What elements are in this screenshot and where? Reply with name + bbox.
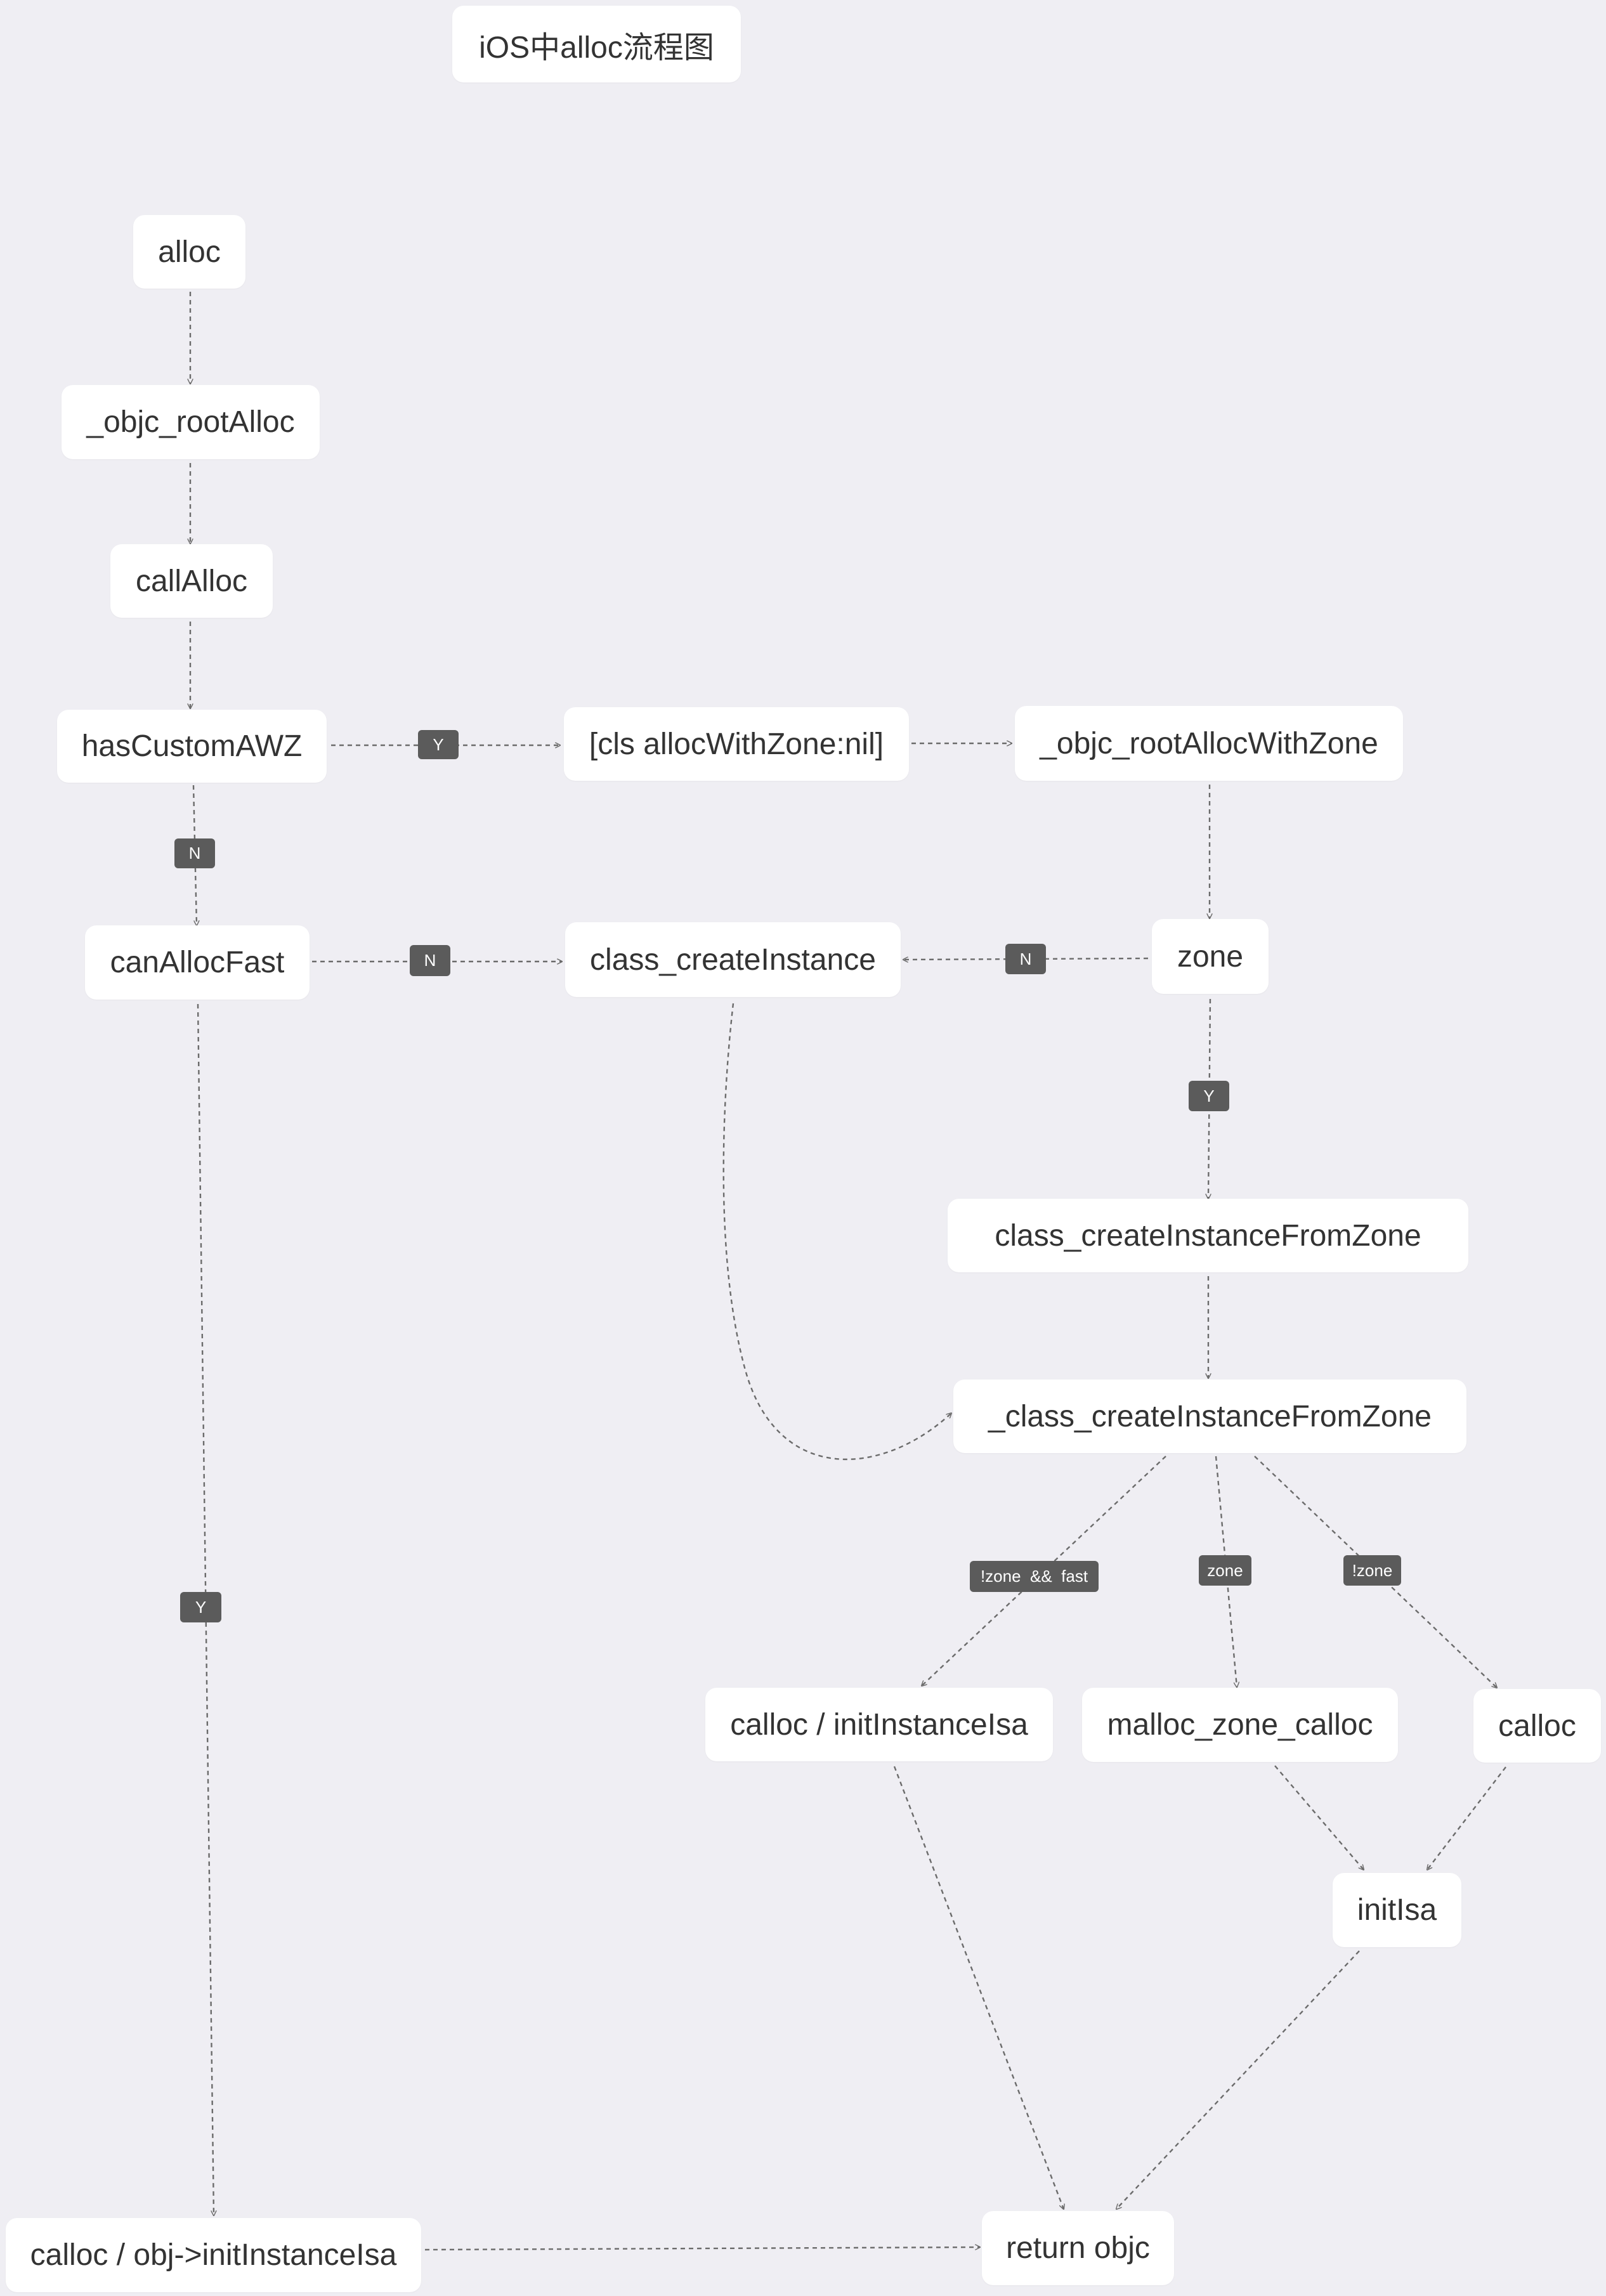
edge-createinstance-to-internal xyxy=(722,1003,951,1461)
node-canallocfast: canAllocFast xyxy=(85,925,310,1000)
node-callalloc: callAlloc xyxy=(110,544,273,618)
node-calloc-initinstanceisa: calloc / initInstanceIsa xyxy=(705,1688,1053,1761)
edge-initisa-to-return xyxy=(1116,1950,1360,2209)
edge-objinitinstanceisa-to-return xyxy=(424,2247,980,2251)
node-objc-rootalloc: _objc_rootAlloc xyxy=(62,385,320,459)
edge-malloczonecalloc-to-initisa xyxy=(1274,1765,1364,1870)
edge-label-hascustomawz-y: Y xyxy=(418,730,459,759)
node-calloc: calloc xyxy=(1473,1689,1601,1763)
edge-label-canallocfast-n: N xyxy=(410,945,450,976)
edge-label-zone-n: N xyxy=(1005,944,1046,974)
edge-label-zone-y: Y xyxy=(1189,1081,1229,1111)
edge-label-hascustomawz-n: N xyxy=(174,838,215,868)
node-malloc-zone-calloc: malloc_zone_calloc xyxy=(1082,1688,1398,1762)
node-internal-class-createinstancefromzone: _class_createInstanceFromZone xyxy=(953,1380,1466,1453)
edge-calloc-to-initisa xyxy=(1427,1766,1506,1870)
node-hascustomawz: hasCustomAWZ xyxy=(57,710,327,783)
node-initisa: initIsa xyxy=(1333,1873,1461,1947)
node-class-createinstance: class_createInstance xyxy=(565,922,901,997)
node-allocwithzone-nil: [cls allocWithZone:nil] xyxy=(564,707,909,781)
page-title: iOS中alloc流程图 xyxy=(452,6,741,82)
node-return-objc: return objc xyxy=(982,2211,1174,2285)
node-zone: zone xyxy=(1152,919,1269,994)
edge-label-nozone-fast: !zone && fast xyxy=(970,1561,1099,1592)
edge-initinstanceisa-to-return xyxy=(893,1766,1064,2209)
node-class-createinstancefromzone: class_createInstanceFromZone xyxy=(948,1199,1468,1272)
edge-label-zone: zone xyxy=(1199,1555,1251,1586)
node-alloc: alloc xyxy=(133,215,245,289)
node-objc-rootallocwithzone: _objc_rootAllocWithZone xyxy=(1015,706,1403,781)
node-calloc-obj-initinstanceisa: calloc / obj->initInstanceIsa xyxy=(6,2218,421,2292)
edge-label-canallocfast-y: Y xyxy=(180,1592,221,1622)
edge-label-nozone: !zone xyxy=(1343,1555,1401,1586)
